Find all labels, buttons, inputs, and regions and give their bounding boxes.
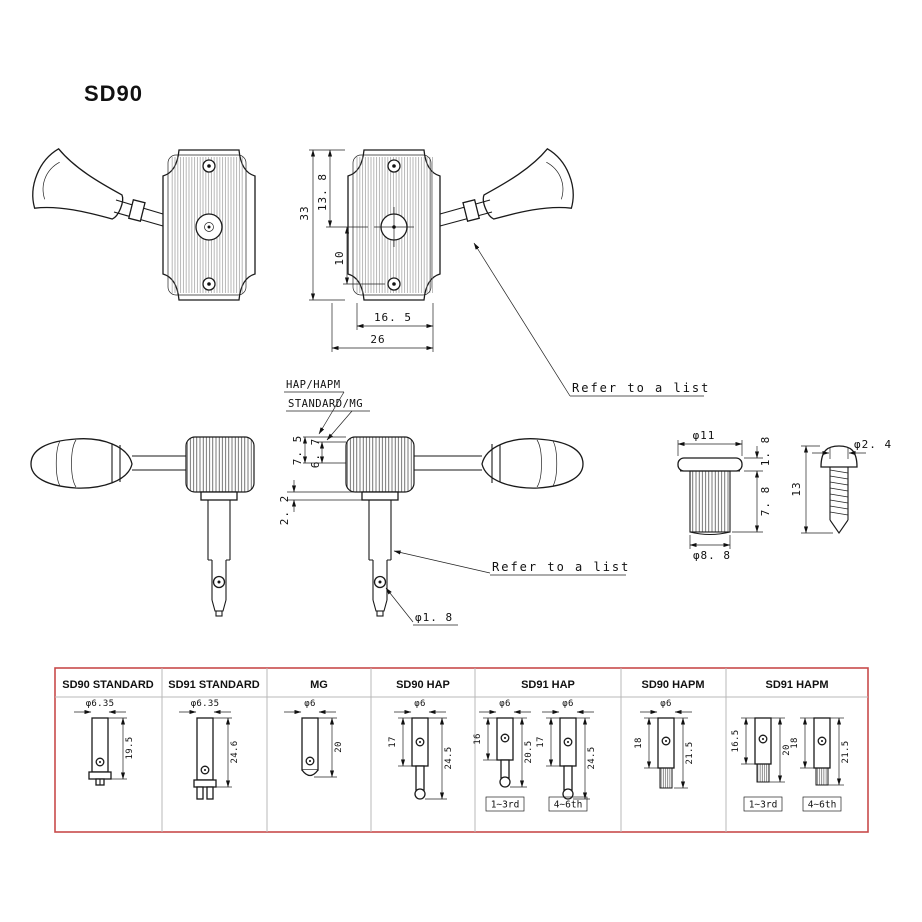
side-view: HAP/HAPM STANDARD/MG 7. 5 6. 7 2. 2 Refe… xyxy=(30,379,630,626)
col-header-sd90-standard: SD90 STANDARD xyxy=(62,679,154,691)
screw-tip xyxy=(829,519,849,534)
post-mg: φ6 20 xyxy=(284,699,344,778)
post-sd91-standard: φ6.35 24.6 xyxy=(179,699,240,800)
button-side xyxy=(30,438,133,489)
range-box xyxy=(548,796,588,812)
right-plate xyxy=(347,149,441,301)
dim-post-total: 20 xyxy=(782,744,792,755)
side-refer-note: Refer to a list xyxy=(393,550,630,576)
dim-center-to-edge: 16. 5 xyxy=(374,311,412,324)
dim-post-upper: 18 xyxy=(790,737,800,748)
variant-table: SD90 STANDARD SD91 STANDARD MG SD90 HAP … xyxy=(54,667,869,833)
front-dimensions: 33 13. 8 10 16. 5 26 xyxy=(298,149,434,352)
screw-dimensions: φ2. 4 13 xyxy=(790,438,892,534)
post-sd90-standard: φ6.35 19.5 xyxy=(74,699,135,786)
dim-post-dia: φ6 xyxy=(562,699,573,709)
side-dimensions: 7. 5 6. 7 2. 2 xyxy=(278,435,362,526)
post-sd91-hap-4-6: φ6 17 24.5 4~6th xyxy=(536,699,597,812)
dim-center-to-hole: 10 xyxy=(333,250,346,265)
mounting-screw: φ2. 4 13 xyxy=(790,438,892,534)
dim-standard-height: 6. 7 xyxy=(309,438,322,469)
dim-post-dia: φ6 xyxy=(304,699,315,709)
page-title: SD90 xyxy=(84,81,143,106)
string-hole-dim: φ1. 8 xyxy=(385,587,458,626)
col-header-mg: MG xyxy=(310,679,328,691)
range-label: 4~6th xyxy=(808,800,837,811)
dim-post-upper: 16 xyxy=(473,733,483,744)
label-hap-hapm: HAP/HAPM xyxy=(286,379,341,391)
screw-head xyxy=(820,445,858,468)
post-sd91-hapm-1-3: 16.5 20 1~3rd xyxy=(731,717,792,812)
table-border xyxy=(54,667,869,833)
dim-top-to-center: 13. 8 xyxy=(316,173,329,211)
dim-post-total: 21.5 xyxy=(841,741,851,764)
post-sd90-hapm: φ6 18 21.5 xyxy=(634,699,695,789)
post-sd91-hapm-4-6: 18 21.5 4~6th xyxy=(790,717,851,812)
dim-string-hole: φ1. 8 xyxy=(415,611,453,624)
dim-post-dia: φ6 xyxy=(499,699,510,709)
dim-flange-dia: φ11 xyxy=(693,429,716,442)
post-sd91-hap-1-3: φ6 16 20.5 1~3rd xyxy=(473,699,534,812)
bushing-dimensions: φ11 1. 8 7. 8 φ8. 8 xyxy=(677,429,772,562)
col-header-sd90-hapm: SD90 HAPM xyxy=(642,679,705,691)
range-box xyxy=(485,796,525,812)
dim-plate-width: 26 xyxy=(370,333,385,346)
dim-body-height: 7. 8 xyxy=(759,486,772,517)
dim-plate-height: 33 xyxy=(298,205,311,220)
dim-post-dia: φ6.35 xyxy=(86,699,115,709)
dim-post-upper: 17 xyxy=(388,736,398,747)
dim-post-upper: 16.5 xyxy=(731,730,741,753)
range-box xyxy=(743,796,783,812)
range-box xyxy=(802,796,842,812)
dim-screw-dia: φ2. 4 xyxy=(854,438,892,451)
post-sd90-hap: φ6 17 24.5 xyxy=(388,699,454,800)
dim-body-dia: φ8. 8 xyxy=(693,549,731,562)
dim-hap-height: 7. 5 xyxy=(291,435,304,466)
dim-screw-length: 13 xyxy=(790,481,803,496)
right-button-front xyxy=(439,148,574,227)
dim-post-total: 24.5 xyxy=(444,747,454,770)
front-view: 33 13. 8 10 16. 5 26 Refer to a list xyxy=(32,148,710,397)
dim-post-total: 20 xyxy=(334,741,344,752)
range-label: 4~6th xyxy=(554,800,583,811)
dim-post-total: 20.5 xyxy=(524,741,534,764)
left-tuner-side xyxy=(30,436,255,617)
dim-post-total: 19.5 xyxy=(125,737,135,760)
right-ferrule xyxy=(462,199,481,222)
col-header-sd91-hapm: SD91 HAPM xyxy=(766,679,829,691)
variant-labels: HAP/HAPM STANDARD/MG xyxy=(284,379,370,441)
refer-note-text: Refer to a list xyxy=(492,560,630,574)
dim-plate-thickness: 2. 2 xyxy=(278,495,291,526)
front-refer-note: Refer to a list xyxy=(473,242,710,397)
dim-post-upper: 17 xyxy=(536,736,546,747)
dim-post-total: 24.6 xyxy=(230,741,240,764)
bushing: φ11 1. 8 7. 8 φ8. 8 xyxy=(677,429,772,562)
range-label: 1~3rd xyxy=(491,800,520,811)
left-ferrule xyxy=(127,199,146,222)
right-tuner-side xyxy=(345,436,584,617)
gear-housing xyxy=(185,436,255,493)
col-header-sd91-hap: SD91 HAP xyxy=(521,679,575,691)
dim-post-dia: φ6.35 xyxy=(191,699,220,709)
bushing-flange xyxy=(677,457,743,472)
label-standard-mg: STANDARD/MG xyxy=(288,398,363,410)
refer-note-text: Refer to a list xyxy=(572,381,710,395)
dim-post-dia: φ6 xyxy=(414,699,425,709)
bushing-body xyxy=(689,470,731,533)
dim-post-total: 21.5 xyxy=(685,742,695,765)
gear-housing xyxy=(345,436,415,493)
dim-post-dia: φ6 xyxy=(660,699,671,709)
range-label: 1~3rd xyxy=(749,800,778,811)
left-button-front xyxy=(32,148,164,227)
dim-flange-height: 1. 8 xyxy=(759,436,772,467)
col-header-sd90-hap: SD90 HAP xyxy=(396,679,450,691)
button-side xyxy=(481,438,584,489)
left-plate xyxy=(162,149,256,301)
col-header-sd91-standard: SD91 STANDARD xyxy=(168,679,260,691)
dim-post-upper: 18 xyxy=(634,737,644,748)
dim-post-total: 24.5 xyxy=(587,747,597,770)
